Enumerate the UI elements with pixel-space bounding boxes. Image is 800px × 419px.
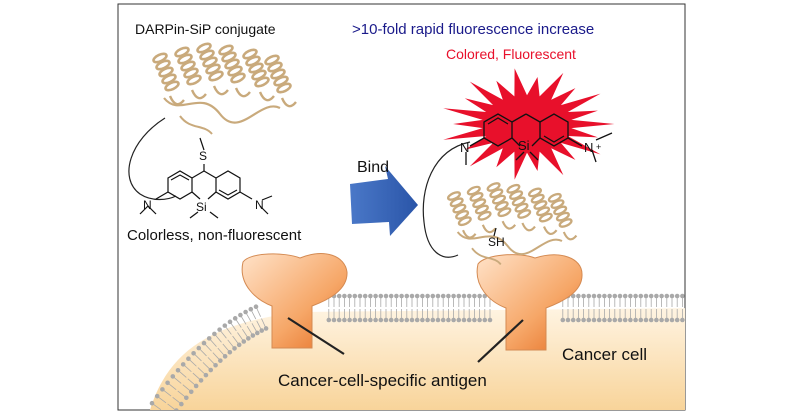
conjugate-label: DARPin-SiP conjugate (135, 21, 276, 37)
linker-right (422, 141, 471, 258)
thiol-label: SH (488, 235, 505, 249)
nitrogen-atom-left-b: N (255, 198, 264, 212)
nitrogen-atom-left-a: N (143, 198, 152, 212)
colored-label: Colored, Fluorescent (446, 46, 576, 62)
silicon-atom-right: Si (518, 138, 530, 153)
antigen-label: Cancer-cell-specific antigen (278, 371, 487, 390)
antigen-left (241, 253, 348, 355)
fluorescence-burst (443, 68, 615, 180)
positive-charge: + (596, 142, 601, 152)
colorless-label: Colorless, non-fluorescent (127, 227, 302, 244)
thiol-bond (493, 227, 497, 237)
sulfur-atom-left: S (199, 149, 207, 163)
darpin-protein-right (446, 182, 578, 266)
bind-label: Bind (357, 159, 389, 176)
increase-label: >10-fold rapid fluorescence increase (352, 21, 594, 38)
linker-left (128, 117, 177, 201)
bind-arrow (350, 166, 418, 236)
silicon-atom-left: Si (196, 200, 207, 214)
darpin-protein-left (152, 42, 297, 135)
antigen-right (476, 254, 583, 363)
nitrogen-atom-right-a: N (460, 140, 469, 155)
sip-molecule-colored (465, 113, 613, 165)
nitrogen-atom-right-b: N (584, 140, 593, 155)
cell-membrane (149, 293, 685, 410)
sip-molecule-colorless (139, 137, 273, 219)
cancer-cell-label: Cancer cell (562, 345, 647, 364)
